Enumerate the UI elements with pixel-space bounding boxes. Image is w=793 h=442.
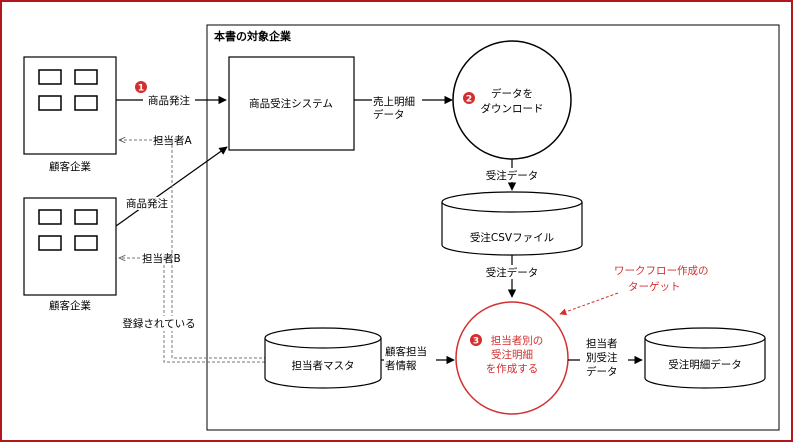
staff-master-label: 担当者マスタ [292, 359, 355, 372]
cust-label-line2: 者情報 [385, 359, 417, 372]
annotation-arrow [559, 292, 619, 316]
annotation-line1: ワークフロー作成の [614, 265, 709, 277]
download-line2: ダウンロード [481, 102, 544, 115]
out-label-line2: 別受注 [586, 351, 618, 364]
csv-file-cylinder [441, 191, 583, 256]
order-data-label-1: 受注データ [486, 169, 539, 182]
order-system-box [228, 56, 355, 151]
building-window-icon [38, 95, 62, 111]
staff-b-label: 担当者B [142, 252, 181, 265]
create-line1: 担当者別の [491, 334, 544, 347]
building-window-icon [38, 209, 62, 225]
building-window-icon [38, 235, 62, 251]
output-label: 受注明細データ [668, 358, 742, 371]
customer-2-label: 顧客企業 [49, 299, 91, 312]
staff-b-link-line [163, 265, 265, 363]
svg-text:2: 2 [466, 95, 472, 105]
staff-a-link-line [171, 140, 265, 359]
staff-master-cylinder [264, 327, 382, 389]
building-window-icon [74, 69, 98, 85]
building-window-icon [74, 235, 98, 251]
building-window-icon [74, 209, 98, 225]
create-line3: を作成する [486, 363, 539, 375]
step-3-badge: 3 [470, 334, 482, 347]
step-1-badge: 1 [135, 81, 147, 94]
section-title: 本書の対象企業 [214, 29, 292, 43]
customer-company-1 [23, 56, 117, 155]
cust-label-line1: 顧客担当 [385, 345, 427, 358]
out-label-line1: 担当者 [586, 337, 618, 350]
create-line2: 受注明細 [491, 348, 533, 361]
annotation-line2: ターゲット [628, 281, 681, 293]
customer-company-2 [23, 197, 117, 296]
building-window-icon [38, 69, 62, 85]
svg-text:1: 1 [138, 84, 144, 94]
order-label-2: 商品発注 [126, 197, 168, 210]
order-system-label: 商品受注システム [249, 97, 333, 110]
output-cylinder [644, 327, 766, 389]
sales-label-line2: データ [373, 108, 405, 121]
download-line1: データを [491, 87, 533, 100]
registered-label: 登録されている [122, 317, 195, 330]
create-detail-node [455, 301, 569, 415]
step-2-badge: 2 [463, 92, 475, 105]
staff-a-label: 担当者A [153, 134, 192, 147]
order-data-label-2: 受注データ [486, 266, 539, 279]
target-company-boundary [206, 24, 780, 431]
csv-file-label: 受注CSVファイル [470, 231, 554, 244]
out-label-line3: データ [586, 365, 618, 378]
customer-1-label: 顧客企業 [49, 160, 91, 173]
svg-text:3: 3 [473, 337, 479, 347]
building-window-icon [74, 95, 98, 111]
sales-label-line1: 売上明細 [373, 95, 415, 108]
order-label-1: 商品発注 [148, 94, 190, 107]
